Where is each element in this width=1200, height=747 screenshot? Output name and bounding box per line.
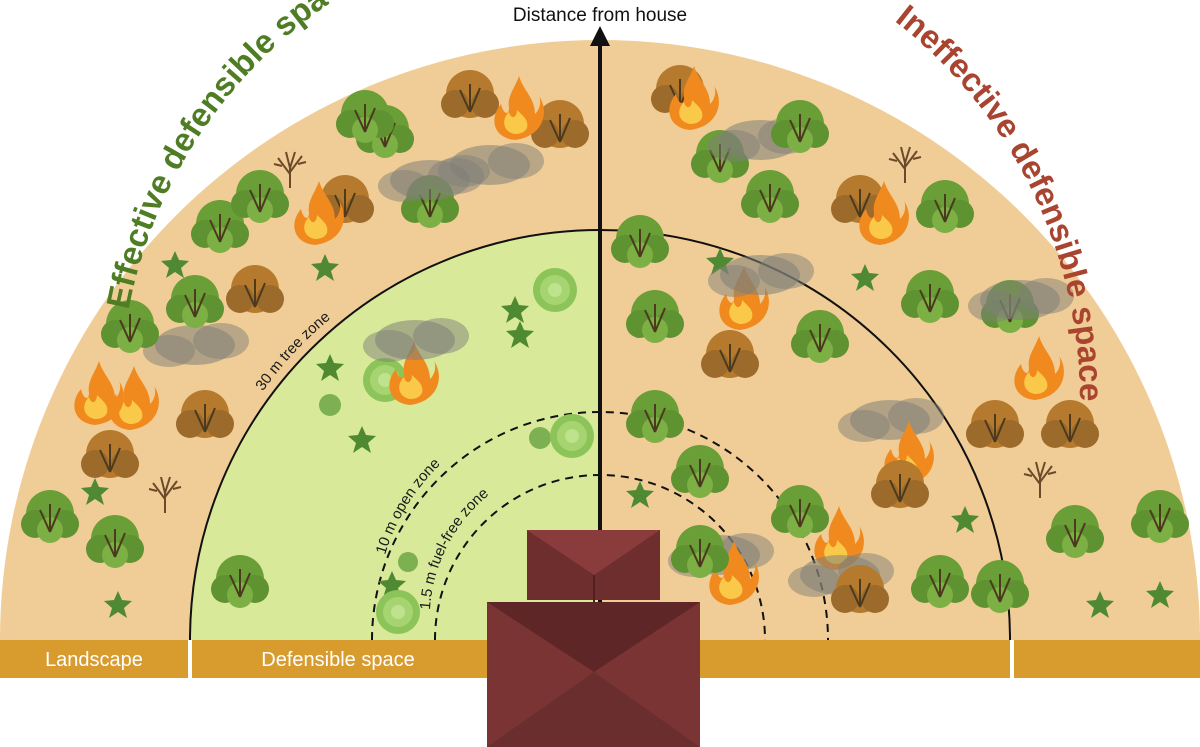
tree-zone-boundary-left	[189, 229, 601, 641]
house-roof-icon	[487, 530, 700, 747]
effective-defensible-area	[190, 230, 600, 640]
tree-zone-boundary-right	[599, 229, 1011, 641]
defensible-band-right	[700, 640, 1010, 678]
landscape-band-left	[0, 640, 188, 678]
landscape-band-label: Landscape	[45, 649, 143, 671]
axis-label: Distance from house	[513, 5, 687, 26]
defensible-band-left	[192, 640, 492, 678]
landscape-band-right	[1014, 640, 1200, 678]
defensible-space-vegetation	[316, 268, 594, 634]
axis-arrowhead	[590, 26, 610, 46]
defensible-band-label: Defensible space	[261, 649, 414, 671]
